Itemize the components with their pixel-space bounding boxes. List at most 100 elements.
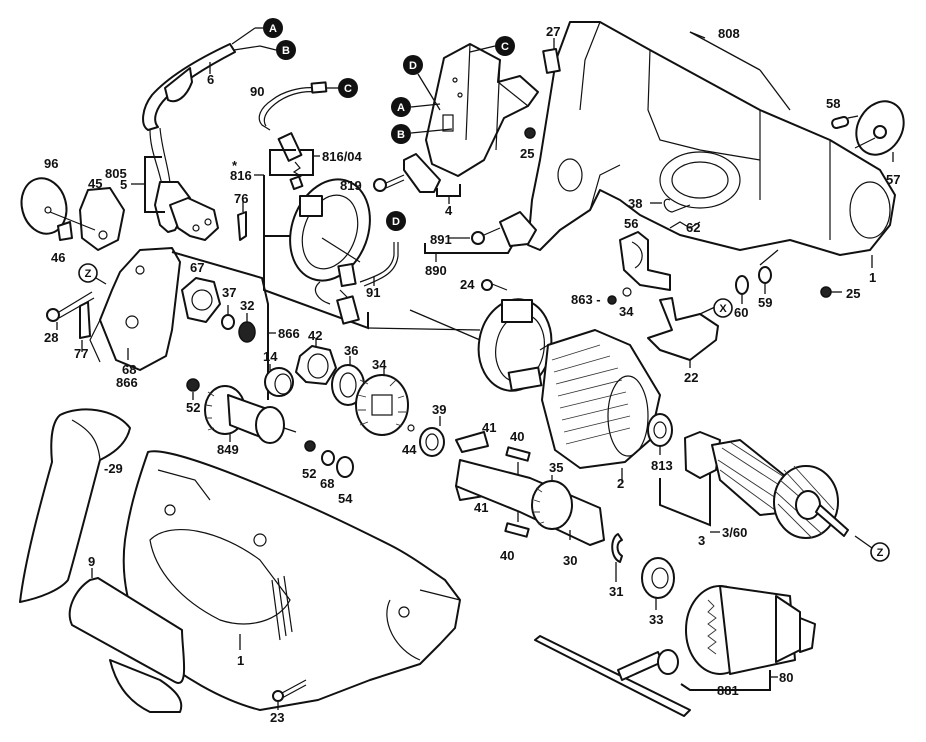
screw-23 <box>272 679 307 702</box>
part-27 <box>542 47 561 74</box>
label-91: 91 <box>366 285 380 300</box>
nut-42 <box>295 345 337 385</box>
part-38 <box>663 198 691 213</box>
label-31: 31 <box>609 584 623 599</box>
label-25-lower: 25 <box>846 286 860 301</box>
part-62 <box>669 221 701 229</box>
bearing-33 <box>641 557 675 599</box>
ball-44 <box>407 424 415 432</box>
ref-badge-B-cord: B <box>276 40 296 60</box>
svg-text:D: D <box>409 60 417 72</box>
svg-text:B: B <box>282 45 290 57</box>
label-96: 96 <box>44 156 58 171</box>
ref-badge-Z-armature: Z <box>870 542 890 562</box>
drill-chuck-80 <box>685 585 816 675</box>
part-58 <box>831 115 859 130</box>
label-38: 38 <box>628 196 642 211</box>
label-68-lower: 68 <box>320 476 334 491</box>
label-816: 816 <box>230 168 252 183</box>
label-849: 849 <box>217 442 239 457</box>
label-40-upper: 40 <box>510 429 524 444</box>
label-4: 4 <box>445 203 453 218</box>
label-816-star: * <box>232 158 238 173</box>
wire-90 <box>258 81 340 131</box>
label-25-upper: 25 <box>520 146 534 161</box>
brush-holder-816 <box>277 132 304 191</box>
label-863: 863 - <box>571 292 601 307</box>
gear-shaft-849 <box>204 385 297 444</box>
gear-67 <box>181 277 221 323</box>
svg-text:Z: Z <box>877 547 884 559</box>
label-36: 36 <box>344 343 358 358</box>
part-57 <box>854 100 905 156</box>
label-6: 6 <box>207 72 214 87</box>
label-22: 22 <box>684 370 698 385</box>
label-14: 14 <box>263 349 278 364</box>
label-57: 57 <box>886 172 900 187</box>
part-34-clip <box>622 287 632 297</box>
label-59: 59 <box>758 295 772 310</box>
bracket-816 <box>263 175 369 330</box>
ring-52-upper <box>186 378 200 392</box>
switch-clip <box>403 153 441 193</box>
svg-text:X: X <box>719 303 727 315</box>
label-46: 46 <box>51 250 65 265</box>
label-816-04: 816/04 <box>322 149 363 164</box>
gear-34 <box>355 374 409 436</box>
label-35: 35 <box>549 460 563 475</box>
ref-badge-D-switch: D <box>403 55 423 75</box>
part-77 <box>79 301 91 339</box>
washer-37 <box>221 314 235 330</box>
label-24: 24 <box>460 277 475 292</box>
label-62: 62 <box>686 220 700 235</box>
part-863 <box>607 295 617 305</box>
part-60 <box>735 275 749 295</box>
bracket-4 <box>436 184 461 197</box>
part-56 <box>619 231 671 291</box>
part-891 <box>471 211 537 247</box>
svg-text:A: A <box>269 23 277 35</box>
svg-text:Z: Z <box>85 268 92 280</box>
label-33: 33 <box>649 612 663 627</box>
label-2: 2 <box>617 476 624 491</box>
ref-badge-C-switch: C <box>495 36 515 56</box>
ref-badge-D-lead: D <box>386 211 406 231</box>
part-41-upper <box>455 431 489 453</box>
bracket-890 <box>424 243 513 254</box>
ref-badge-C-wire: C <box>338 78 358 98</box>
part-25-lower <box>820 286 832 298</box>
label-23: 23 <box>270 710 284 725</box>
label-27: 27 <box>546 24 560 39</box>
svg-text:A: A <box>397 102 405 114</box>
spring-32 <box>238 321 256 343</box>
svg-text:C: C <box>501 41 509 53</box>
label-60: 60 <box>734 305 748 320</box>
fan-45 <box>79 187 125 251</box>
label-37: 37 <box>222 285 236 300</box>
label-39: 39 <box>432 402 446 417</box>
label-3-60: 3/60 <box>722 525 747 540</box>
svg-text:B: B <box>397 129 405 141</box>
label-881: 881 <box>717 683 739 698</box>
label-808: 808 <box>718 26 740 41</box>
label-866-lower: 866 <box>116 375 138 390</box>
label-29: -29 <box>104 461 123 476</box>
bearing-14 <box>264 367 294 397</box>
ref-badge-B-switch: B <box>391 124 411 144</box>
part-46 <box>57 221 73 241</box>
label-56: 56 <box>624 216 638 231</box>
label-68-upper: 68 <box>122 362 136 377</box>
label-1-upper: 1 <box>869 270 876 285</box>
ref-badge-X-lever: X <box>713 298 733 318</box>
label-819: 819 <box>340 178 362 193</box>
label-1-lower: 1 <box>237 653 244 668</box>
label-28: 28 <box>44 330 58 345</box>
motor-housing-808 <box>527 21 896 256</box>
part-25-upper <box>524 127 536 139</box>
connection-refs: A B C C D A <box>78 18 890 562</box>
part-40-upper <box>505 446 531 462</box>
screw-819 <box>373 174 405 192</box>
side-panel-9 <box>68 577 186 713</box>
part-labels: 6 90 816/04 816 * 819 4 27 25 808 58 57 … <box>44 24 900 725</box>
